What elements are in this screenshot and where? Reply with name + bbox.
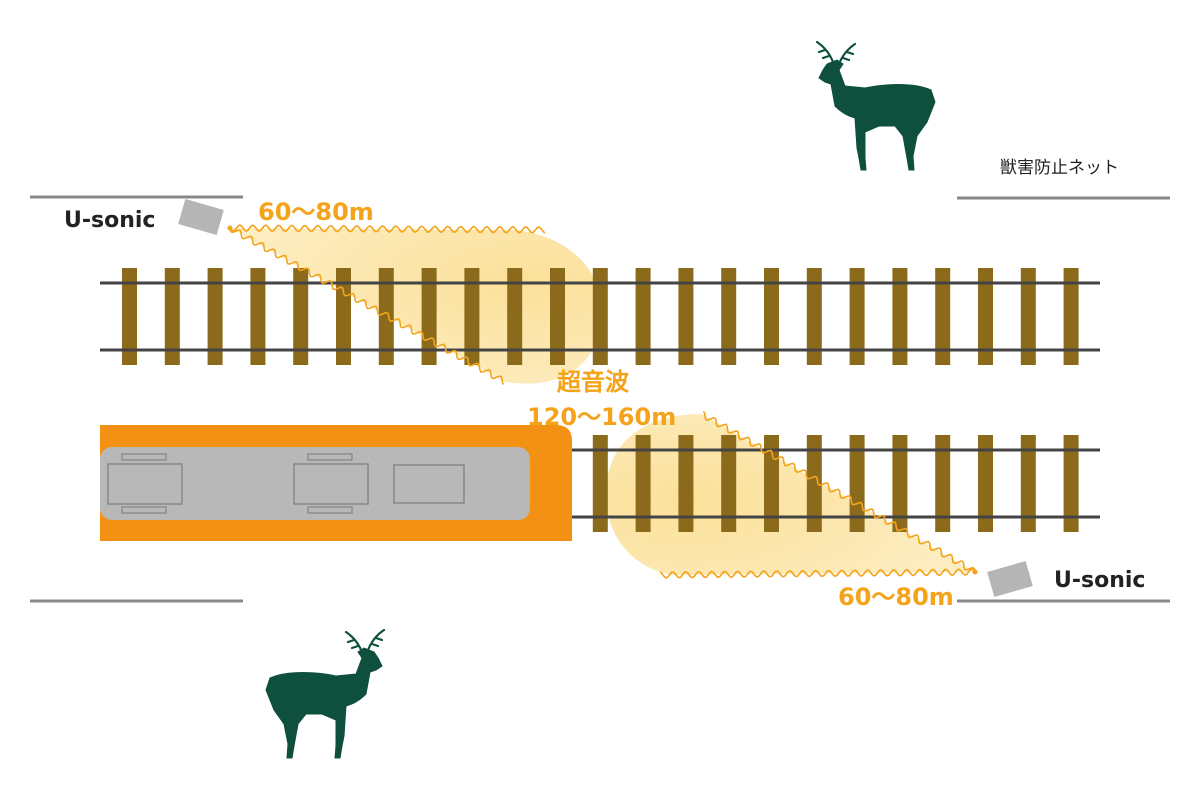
sensor-label-left: U-sonic (64, 208, 156, 233)
wave-range-label: 120～160m (527, 403, 677, 431)
sleeper (635, 268, 651, 365)
net-label: 獣害防止ネット (1000, 158, 1119, 178)
sleeper (1020, 268, 1036, 365)
sleeper (935, 268, 951, 365)
sleeper (678, 435, 694, 532)
sleeper (207, 268, 223, 365)
sleeper (849, 435, 865, 532)
deer-icon (264, 628, 386, 760)
sleeper (464, 268, 480, 365)
sleeper (250, 268, 266, 365)
sleeper (721, 268, 737, 365)
range-label-left: 60～80m (258, 198, 374, 226)
sleeper (378, 268, 394, 365)
sleeper (164, 268, 180, 365)
sleeper (1063, 268, 1079, 365)
sleeper (635, 435, 651, 532)
sleeper (849, 268, 865, 365)
ultrasonic-sensor-icon (987, 560, 1033, 598)
deer-icon (815, 40, 937, 172)
sleeper (293, 268, 309, 365)
wave-line-lower-bottom (659, 568, 976, 579)
wave-line-upper-top (229, 224, 546, 234)
sleeper (1063, 435, 1079, 532)
sleeper (978, 268, 993, 365)
sensor-label-right: U-sonic (1054, 568, 1146, 593)
sleeper (122, 268, 137, 365)
wave-line-lower-diagonal (702, 410, 976, 573)
wave-name-label: 超音波 (557, 368, 629, 396)
sleeper (721, 435, 737, 532)
upper-track-rails (100, 281, 1100, 352)
wave-line-upper-diagonal (229, 227, 505, 385)
ultrasonic-wave-lines (227, 224, 978, 579)
sleeper (892, 435, 908, 532)
sleeper (550, 268, 565, 365)
sleeper (336, 268, 351, 365)
ultrasonic-sensor-icon (178, 198, 224, 236)
ultrasonic-beam-lower (605, 414, 975, 575)
sleeper (507, 268, 523, 365)
sleeper (806, 435, 822, 532)
sleeper (764, 268, 779, 365)
sleeper (592, 268, 608, 365)
sleeper (935, 435, 951, 532)
range-label-right: 60～80m (838, 583, 954, 611)
sleeper (806, 268, 822, 365)
sleeper (592, 435, 608, 532)
train-icon (100, 425, 572, 541)
fence-lines (30, 195, 1170, 603)
sleeper (978, 435, 993, 532)
upper-track-sleepers (122, 268, 1079, 365)
sleeper (1020, 435, 1036, 532)
sleeper (678, 268, 694, 365)
sleeper (892, 268, 908, 365)
ultrasonic-beam-upper (230, 228, 603, 384)
